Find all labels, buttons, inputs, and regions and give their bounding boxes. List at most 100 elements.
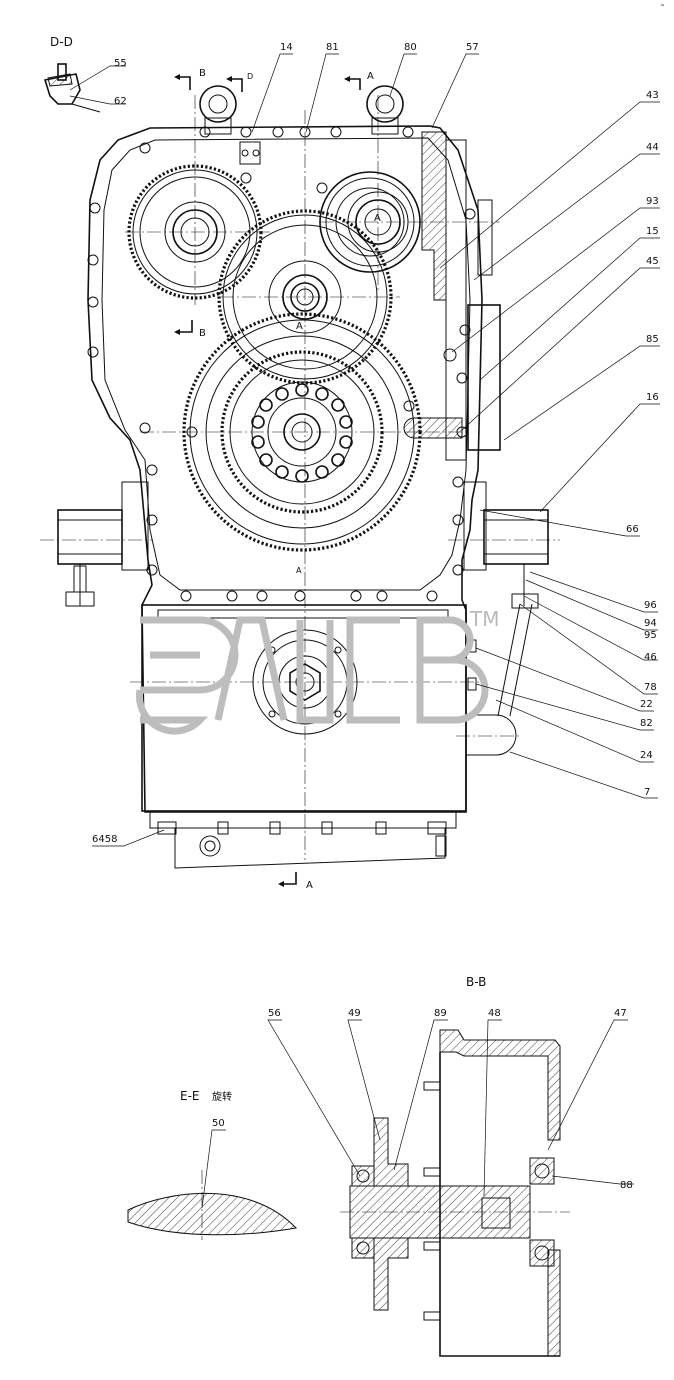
label-16: 16 bbox=[646, 392, 659, 403]
label-62: 62 bbox=[114, 96, 127, 107]
label-81: 81 bbox=[326, 42, 339, 53]
bb-bolt-3 bbox=[423, 1241, 441, 1251]
leader-14 bbox=[251, 53, 293, 133]
oil-pipe bbox=[403, 417, 463, 439]
hole-mark-a-2: A bbox=[296, 321, 303, 332]
label-82: 82 bbox=[640, 718, 653, 729]
section-mark-b-top-text: B bbox=[199, 68, 206, 79]
leader-6458 bbox=[92, 829, 165, 847]
bb-ball-left-bottom bbox=[356, 1241, 370, 1255]
leader-89 bbox=[393, 1019, 448, 1171]
dd-bolt bbox=[57, 63, 67, 81]
side-bracket bbox=[467, 304, 501, 451]
label-15: 15 bbox=[646, 226, 659, 237]
leader-88 bbox=[551, 1175, 634, 1185]
label-78: 78 bbox=[644, 682, 657, 693]
leader-96 bbox=[529, 571, 658, 613]
leader-22 bbox=[475, 647, 654, 712]
leader-48 bbox=[483, 1019, 502, 1197]
label-95: 95 bbox=[644, 630, 657, 641]
leader-45 bbox=[461, 267, 660, 431]
bb-bearing-bottom bbox=[529, 1239, 555, 1267]
clutch-springs bbox=[251, 383, 353, 483]
bb-bolt-2 bbox=[423, 1167, 441, 1177]
breather-fitting bbox=[239, 141, 261, 165]
section-mark-a-bottom-text: A bbox=[306, 880, 313, 891]
ee-blade-section bbox=[127, 1193, 298, 1236]
drain-plug bbox=[199, 835, 221, 857]
bb-gear-section-lower bbox=[373, 1237, 409, 1311]
section-mark-a-bottom: A bbox=[278, 872, 313, 891]
bb-bolt-4 bbox=[423, 1311, 441, 1321]
left-mount bbox=[57, 481, 149, 607]
label-14: 14 bbox=[280, 42, 293, 53]
view-dd-title: D-D bbox=[50, 35, 73, 49]
side-plate bbox=[445, 139, 467, 461]
bb-bearing-ball-bottom bbox=[534, 1245, 550, 1261]
view-ee: E-E 旋转 50 bbox=[127, 1089, 298, 1240]
label-44: 44 bbox=[646, 142, 659, 153]
side-lug bbox=[477, 199, 493, 276]
label-6458: 6458 bbox=[92, 834, 117, 845]
label-96: 96 bbox=[644, 600, 657, 611]
leader-80 bbox=[389, 53, 417, 97]
view-bb: B-B 56 49 89 48 47 88 bbox=[267, 975, 634, 1357]
corner-mark: ˜ bbox=[660, 3, 665, 15]
leader-15 bbox=[479, 237, 660, 381]
bb-bolt-1 bbox=[423, 1081, 441, 1091]
bb-housing-outline bbox=[439, 1052, 560, 1357]
lower-housing-inner bbox=[157, 609, 449, 619]
view-dd: D-D 55 62 bbox=[43, 35, 127, 113]
side-cover-hatched bbox=[421, 131, 447, 301]
label-50: 50 bbox=[212, 1118, 225, 1129]
section-mark-a-top-text: A bbox=[367, 71, 374, 82]
housing-inner-outline bbox=[101, 137, 471, 591]
bb-bearing-left-bottom bbox=[351, 1237, 375, 1259]
label-94: 94 bbox=[644, 618, 657, 629]
bb-bearing-ball-top bbox=[534, 1163, 550, 1179]
bottom-bracket bbox=[174, 828, 446, 869]
right-lower-lug bbox=[466, 714, 517, 756]
label-47: 47 bbox=[614, 1008, 627, 1019]
hole-mark-a-1: A bbox=[374, 213, 381, 224]
label-22: 22 bbox=[640, 699, 653, 710]
leader-55 bbox=[69, 65, 126, 91]
label-85: 85 bbox=[646, 334, 659, 345]
label-66: 66 bbox=[626, 524, 639, 535]
label-80: 80 bbox=[404, 42, 417, 53]
leader-81 bbox=[305, 53, 339, 133]
watermark-logo: TM bbox=[136, 607, 499, 735]
section-mark-b-bottom: B bbox=[174, 320, 206, 339]
leader-24 bbox=[495, 699, 654, 763]
section-mark-b-top: B bbox=[174, 68, 206, 90]
label-45: 45 bbox=[646, 256, 659, 267]
leader-50 bbox=[201, 1129, 226, 1209]
leader-46 bbox=[523, 595, 658, 661]
leader-7 bbox=[509, 751, 658, 799]
label-43: 43 bbox=[646, 90, 659, 101]
bottom-plate bbox=[149, 811, 457, 829]
leader-62 bbox=[69, 95, 126, 105]
leader-78 bbox=[519, 603, 658, 695]
leader-43 bbox=[439, 101, 660, 269]
label-55: 55 bbox=[114, 58, 127, 69]
bb-bearing-left-top bbox=[351, 1165, 375, 1187]
bb-bearing-top bbox=[529, 1157, 555, 1185]
label-49: 49 bbox=[348, 1008, 361, 1019]
view-ee-title: E-E bbox=[180, 1089, 200, 1103]
bb-gear-section bbox=[373, 1117, 409, 1187]
leader-56 bbox=[267, 1019, 361, 1177]
dd-tail bbox=[71, 103, 101, 113]
label-7: 7 bbox=[644, 787, 650, 798]
leader-49 bbox=[347, 1019, 381, 1141]
breather-bolt-2 bbox=[252, 149, 260, 157]
label-89: 89 bbox=[434, 1008, 447, 1019]
watermark-tm: TM bbox=[469, 607, 499, 631]
label-56: 56 bbox=[268, 1008, 281, 1019]
leader-16 bbox=[539, 403, 660, 513]
breather-bolt-1 bbox=[241, 149, 249, 157]
bb-cover-top bbox=[439, 1029, 561, 1141]
label-48: 48 bbox=[488, 1008, 501, 1019]
section-mark-b-bottom-text: B bbox=[199, 328, 206, 339]
leader-85 bbox=[503, 345, 660, 441]
